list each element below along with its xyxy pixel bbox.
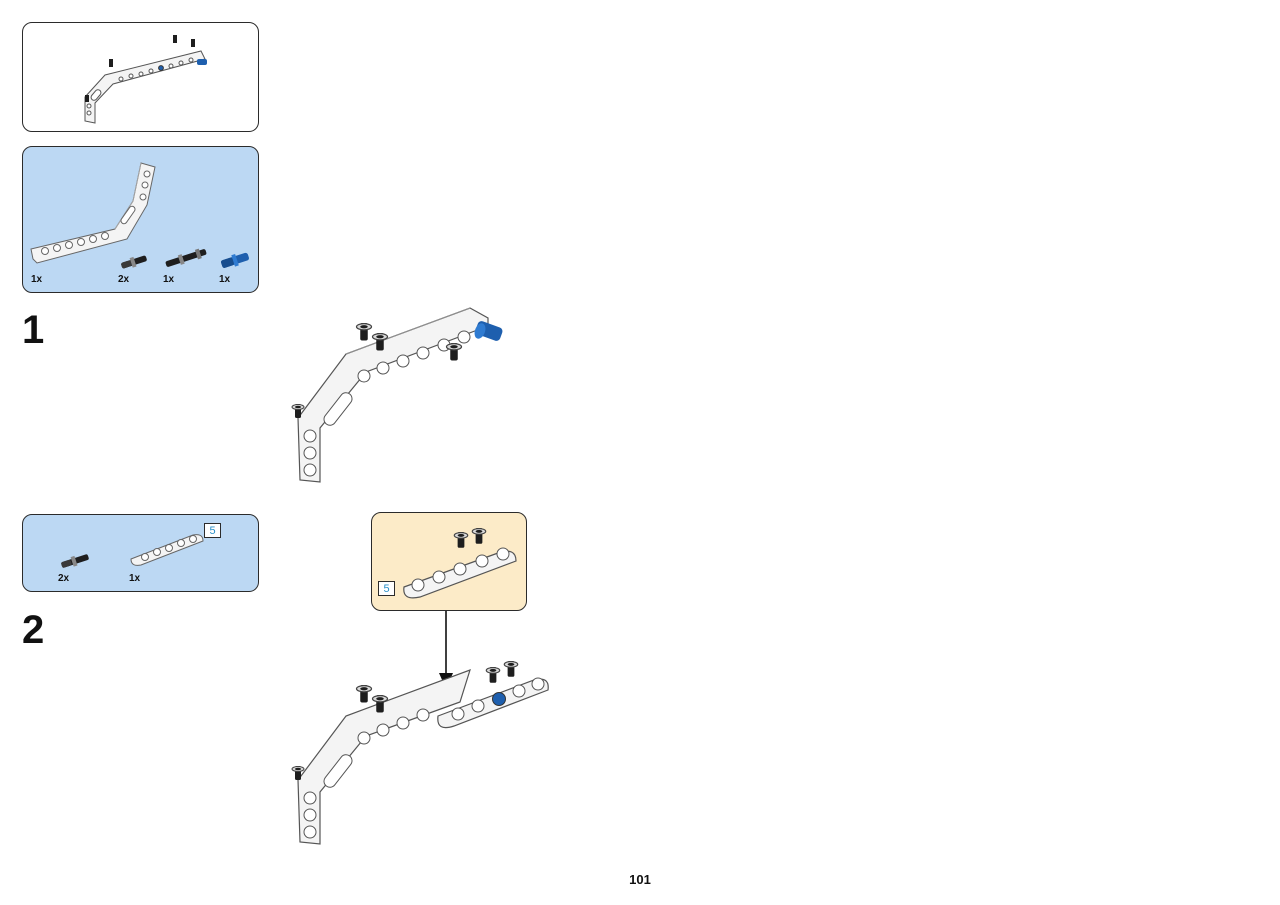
subassembly-callout: 5	[371, 512, 527, 611]
part-qty: 2x	[58, 573, 70, 584]
beam-length-callout: 5	[204, 523, 221, 538]
part-qty: 1x	[129, 573, 141, 584]
blue-axle-pin-icon	[221, 252, 249, 268]
long-pin-icon	[165, 248, 207, 267]
beam-length-callout: 5	[378, 581, 395, 596]
model-preview-panel	[22, 22, 259, 132]
model-preview-icon	[84, 35, 207, 124]
step-1-assembly-icon	[291, 307, 503, 483]
step-2-assembly-icon	[291, 660, 549, 845]
straight-beam-icon	[130, 534, 204, 566]
part-qty: 1x	[163, 274, 175, 285]
parts-list-step-2: 5 2x 1x	[22, 514, 259, 592]
part-qty: 1x	[219, 274, 231, 285]
friction-pin-icon	[61, 554, 89, 568]
step-number: 1	[22, 308, 45, 352]
beam-with-pins-icon	[403, 527, 517, 599]
step-number: 2	[22, 608, 45, 652]
part-qty: 2x	[118, 274, 130, 285]
part-qty: 1x	[31, 274, 43, 285]
bent-beam-icon	[30, 162, 156, 264]
parts-list-step-1: 1x 2x 1x 1x	[22, 146, 259, 293]
friction-pin-icon	[121, 255, 147, 269]
page-number: 101	[629, 872, 651, 887]
